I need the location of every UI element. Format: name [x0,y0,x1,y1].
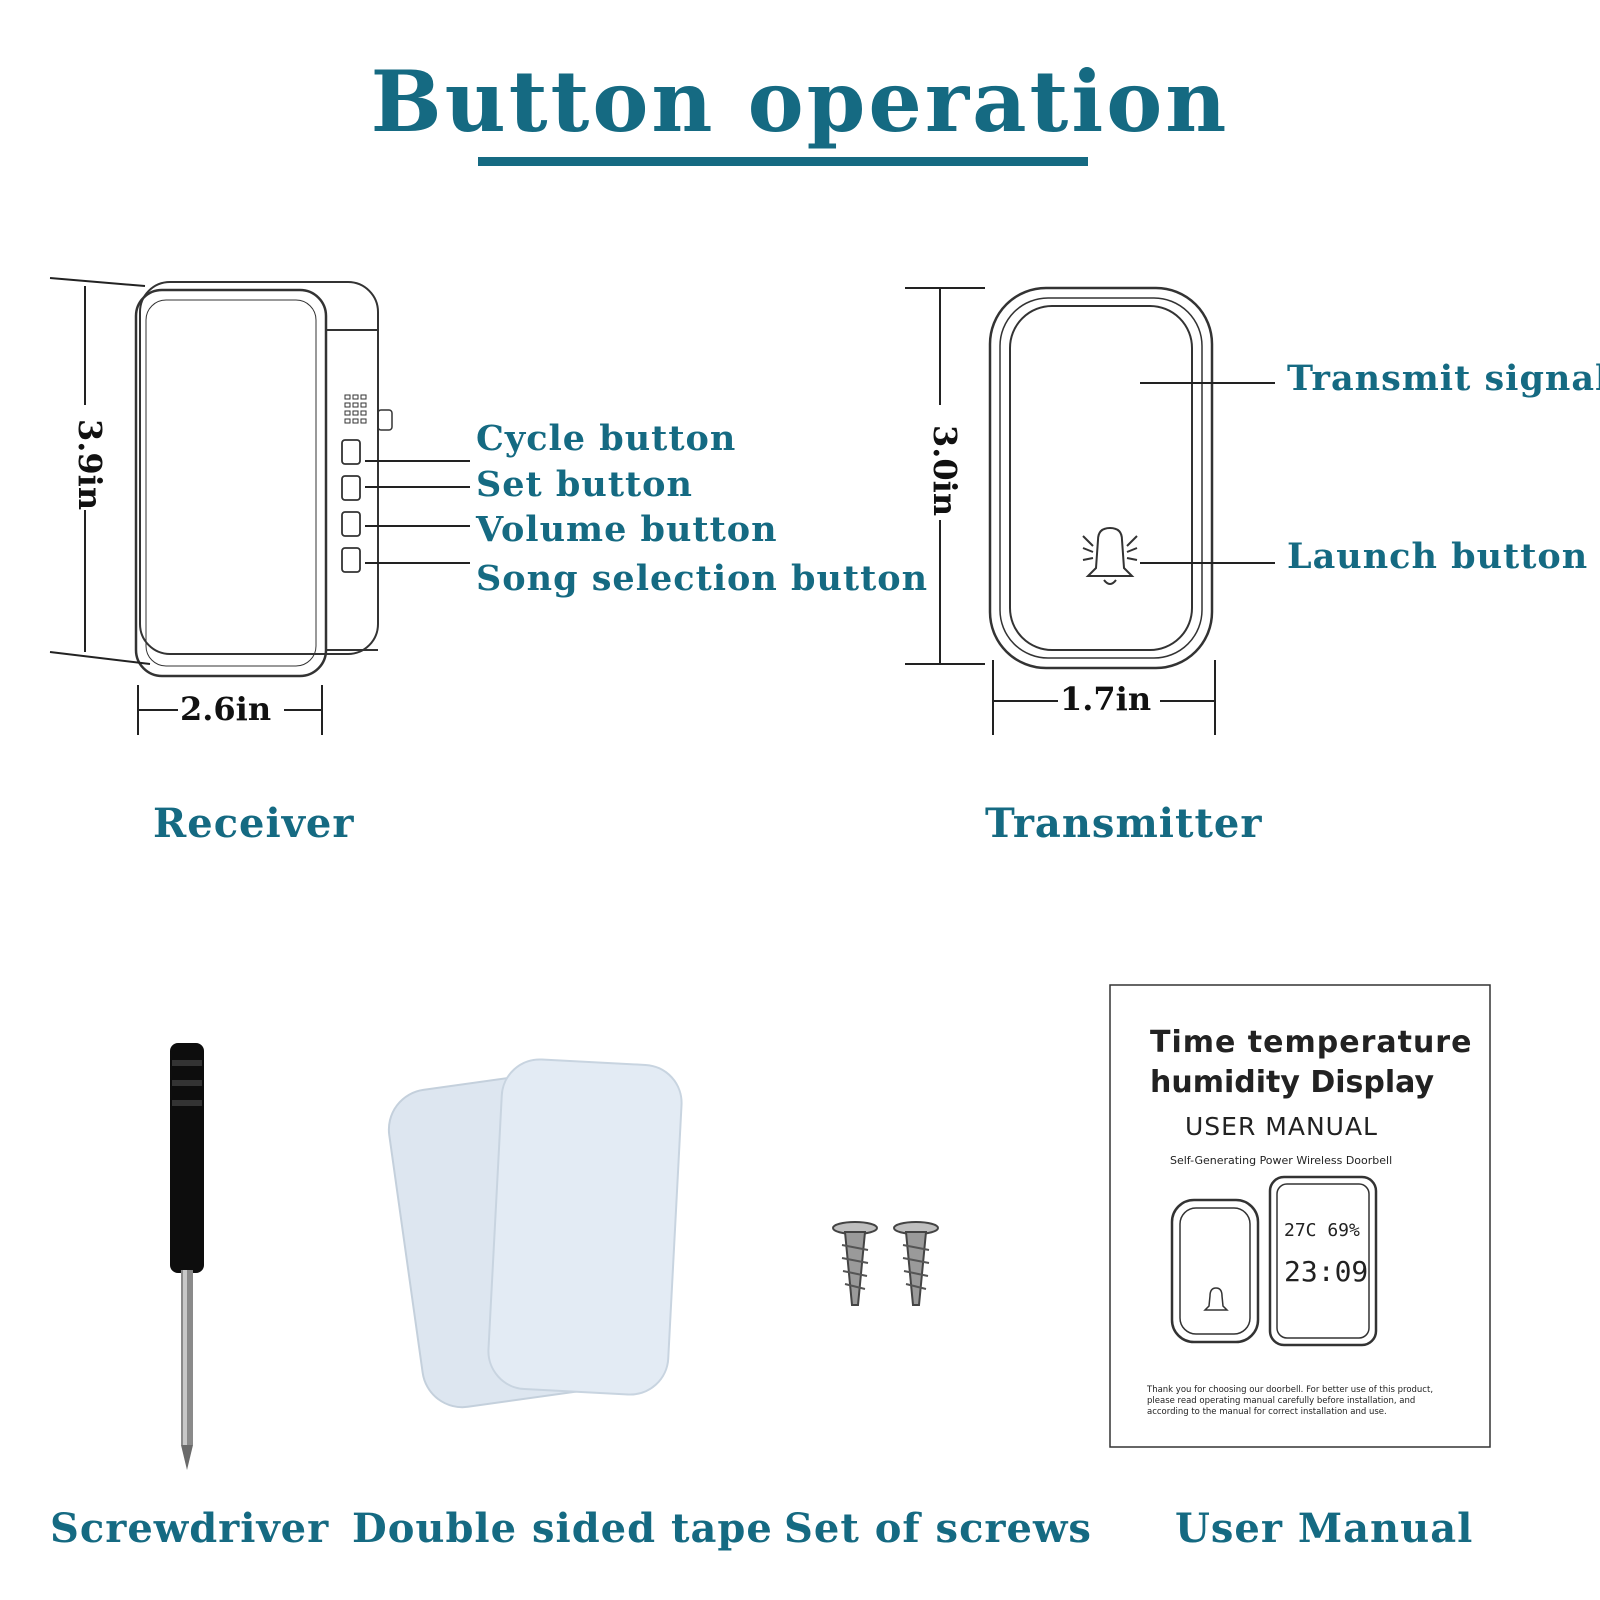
screws-image [832,1221,939,1306]
bell-icon [1082,526,1138,585]
page-title: Button operation [370,52,1230,151]
screwdriver-image [170,1043,204,1470]
user-manual-image [1109,984,1491,1448]
receiver-callout-lines [365,460,470,564]
title-underline [478,157,1088,166]
double-sided-tape-image [387,1058,683,1409]
receiver-speaker-grille [344,394,367,424]
receiver-width-dimension: 2.6in [180,690,272,728]
receiver-side-buttons [341,439,361,573]
transmitter-callout-lines [1140,382,1275,564]
caption-screwdriver: Screwdriver [50,1505,330,1552]
manual-title-line2: humidity Display [1150,1065,1435,1100]
caption-transmitter: Transmitter [985,800,1263,847]
manual-display-line1: 27C 69% [1284,1220,1360,1241]
transmitter-device [988,286,1214,670]
caption-receiver: Receiver [153,800,355,847]
receiver-dimension-lines [49,277,323,735]
caption-user-manual: User Manual [1175,1505,1474,1552]
caption-double-sided-tape: Double sided tape [352,1505,773,1552]
caption-set-of-screws: Set of screws [784,1505,1092,1552]
callout-set-button: Set button [476,464,693,505]
transmitter-height-dimension: 3.0in [926,425,964,517]
receiver-height-dimension: 3.9in [71,419,109,511]
manual-display-line2: 23:09 [1284,1255,1369,1288]
manual-footer-text: Thank you for choosing our doorbell. For… [1147,1385,1434,1417]
manual-title-line1: Time temperature [1150,1025,1473,1060]
callout-song-selection-button: Song selection button [476,558,929,599]
callout-launch-button: Launch button [1287,536,1589,577]
receiver-device [134,281,393,678]
manual-tagline: Self-Generating Power Wireless Doorbell [1170,1154,1393,1167]
transmitter-width-dimension: 1.7in [1060,680,1152,718]
callout-volume-button: Volume button [476,509,778,550]
transmitter-dimension-lines [905,287,1216,735]
callout-transmit-signal: Transmit signal [1287,358,1600,399]
callout-cycle-button: Cycle button [476,418,737,459]
manual-subtitle: USER MANUAL [1185,1112,1378,1141]
